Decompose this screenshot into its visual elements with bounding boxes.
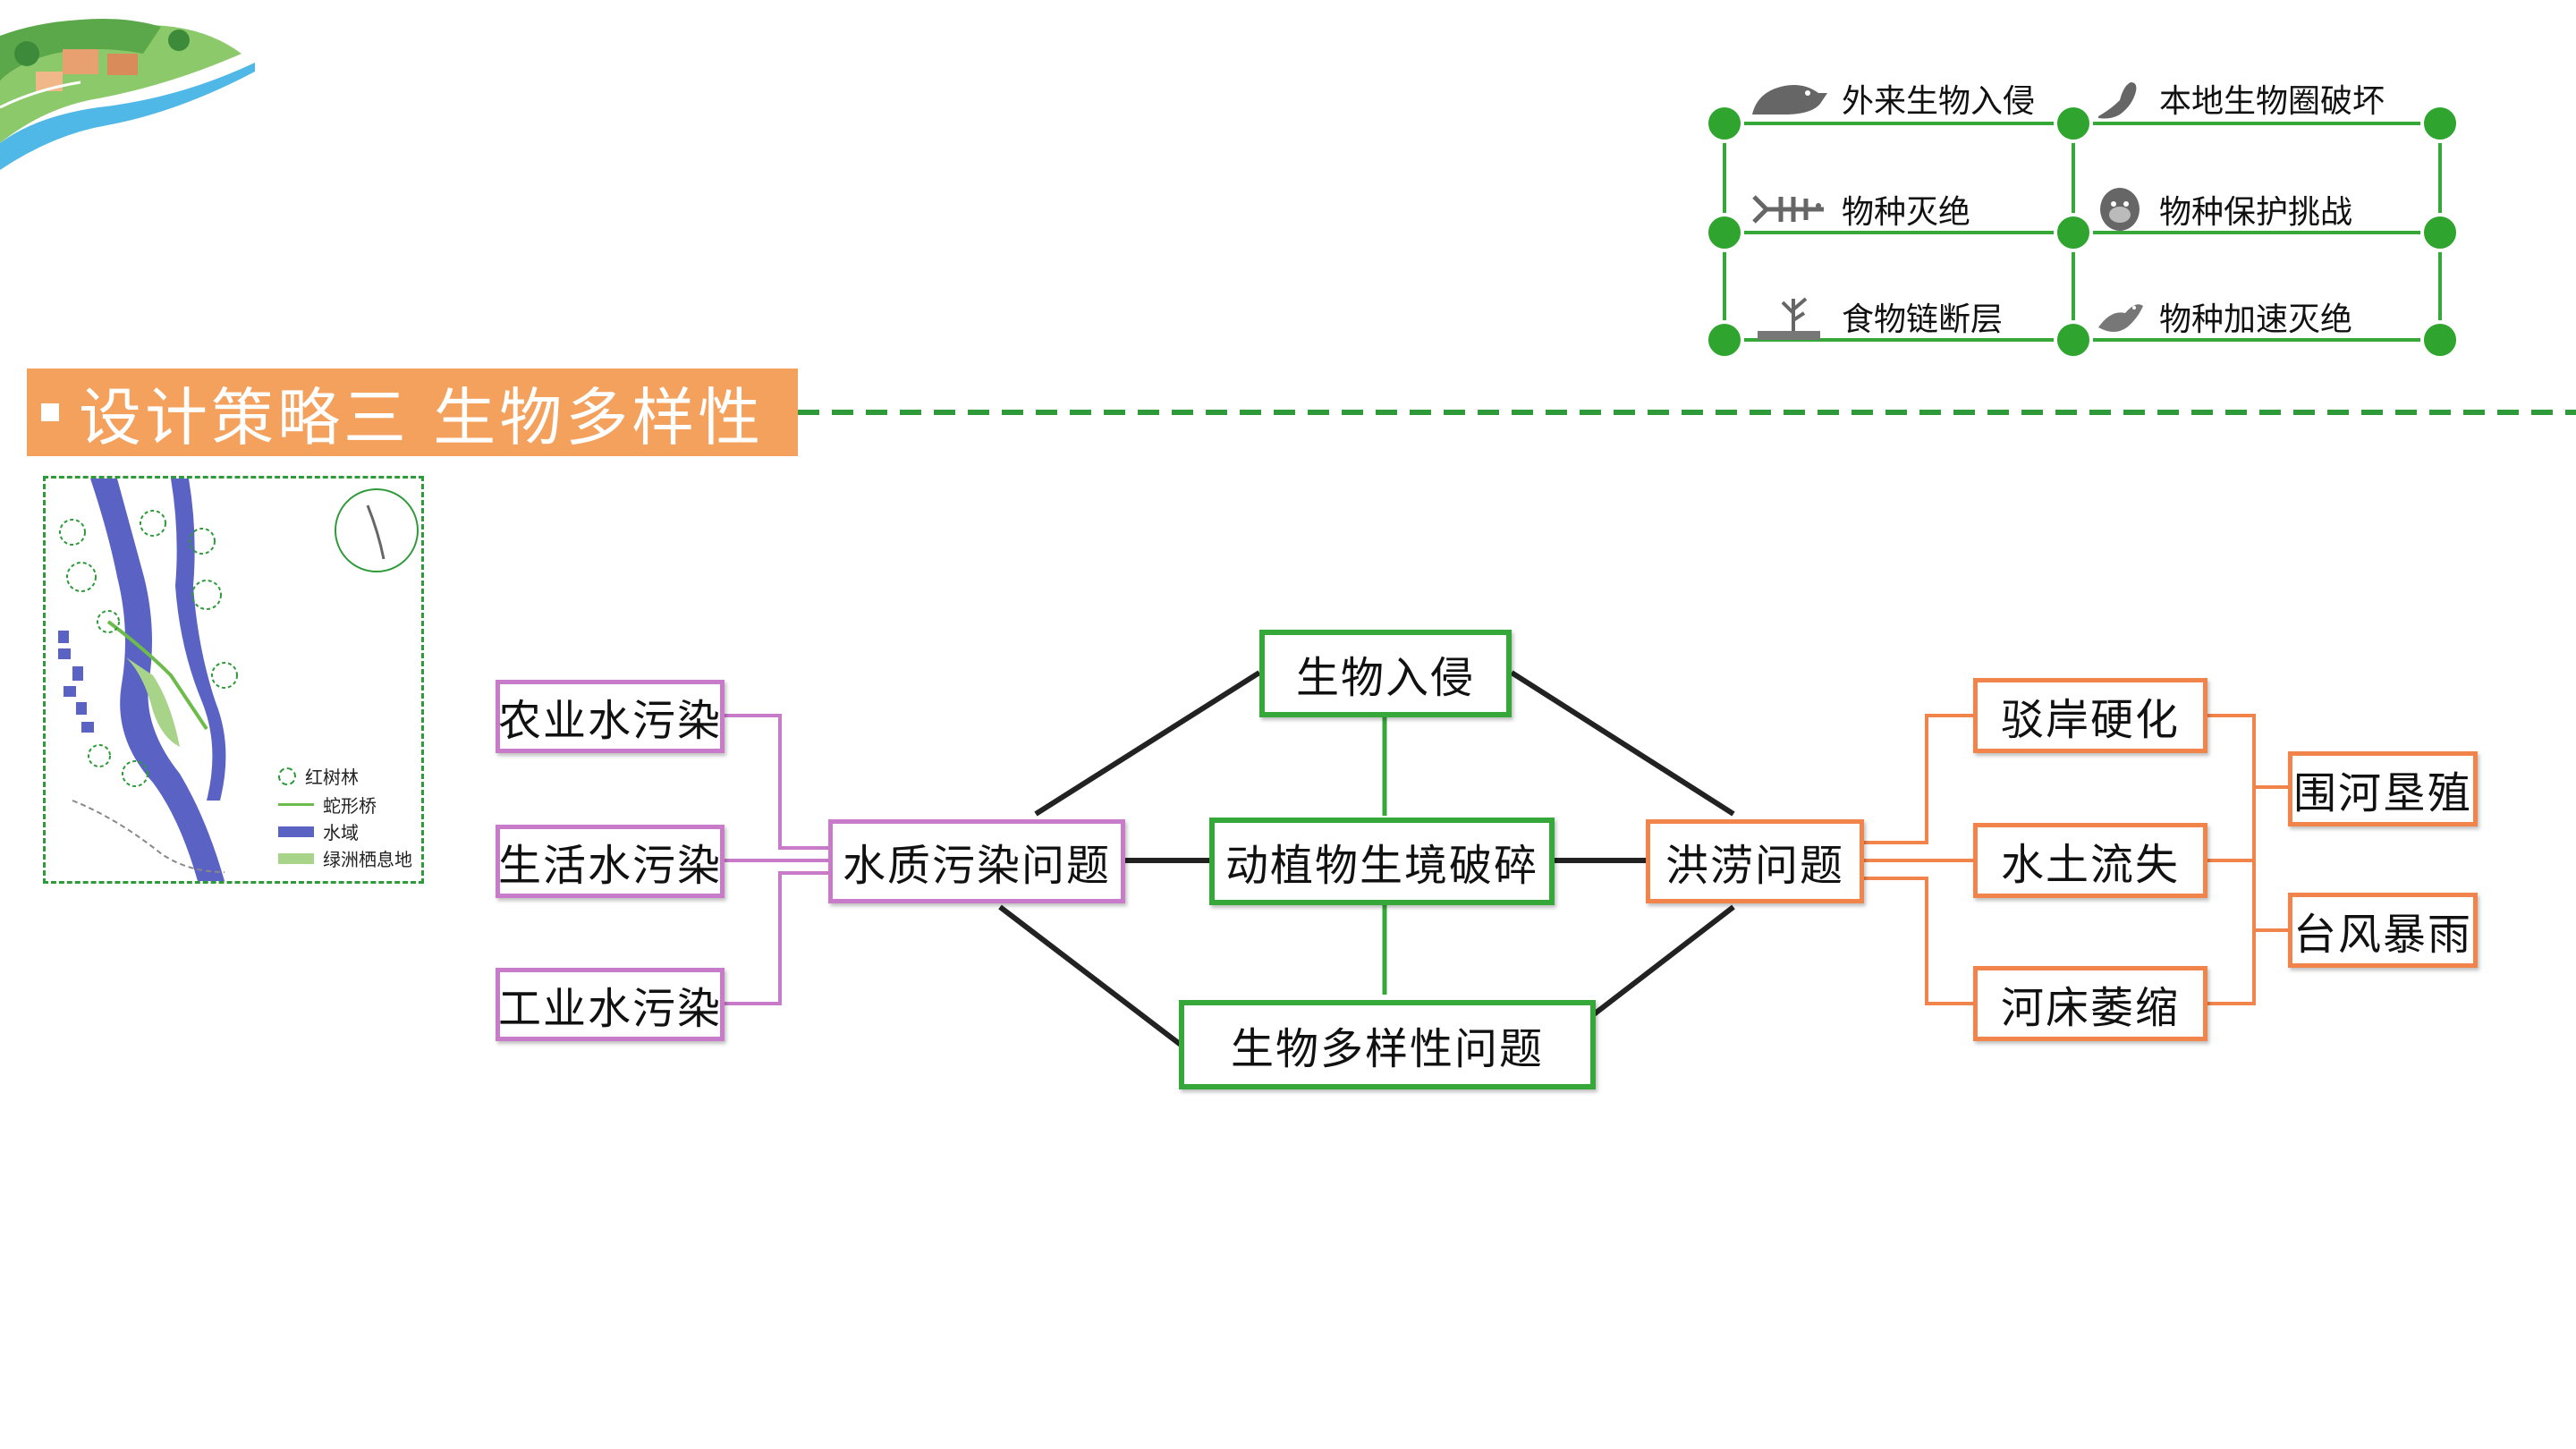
legend-label: 外来生物入侵 [1842, 83, 2036, 120]
header-dashed-line [798, 410, 2576, 415]
flood-node: 洪涝问题 [1646, 819, 1864, 903]
legend-label: 本地生物圈破坏 [2159, 83, 2385, 120]
invasion-node: 生物入侵 [1259, 630, 1512, 717]
water-pollution-node: 水质污染问题 [828, 819, 1125, 903]
rat-icon [1752, 85, 1827, 114]
river-map [58, 479, 419, 881]
cause-node-agriculture: 农业水污染 [496, 680, 724, 753]
bridge-swatch-icon [278, 803, 314, 806]
cause-node-domestic: 生活水污染 [496, 825, 724, 898]
site-map: 红树林 蛇形桥 水域 绿洲栖息地 [43, 476, 424, 884]
section-title: 设计策略三 生物多样性 [79, 380, 765, 454]
legend-label: 食物链断层 [1842, 301, 2004, 338]
map-legend-label: 绿洲栖息地 [323, 849, 412, 870]
section-header: 设计策略三 生物多样性 [27, 369, 798, 456]
map-legend-item: 蛇形桥 [278, 792, 377, 818]
water-swatch-icon [278, 826, 314, 837]
habitat-fragmentation-node: 动植物生境破碎 [1209, 818, 1555, 905]
legend-label: 物种保护挑战 [2159, 194, 2353, 231]
fish-skeleton-icon [1752, 195, 1824, 224]
legend-label: 物种加速灭绝 [2159, 301, 2353, 338]
oasis-swatch-icon [278, 852, 314, 864]
map-legend-item: 红树林 [278, 763, 359, 789]
legend-item: 外来生物入侵 [1749, 73, 2035, 123]
landscape-illustration [0, 19, 255, 170]
map-legend-label: 水域 [323, 822, 359, 843]
cause-node-riverbed: 河床萎缩 [1973, 966, 2207, 1041]
map-legend-item: 绿洲栖息地 [278, 845, 412, 871]
legend-item: 物种灭绝 [1749, 184, 1970, 234]
cause-node-industrial: 工业水污染 [496, 968, 724, 1041]
legend-item: 物种保护挑战 [2093, 184, 2352, 234]
header-bullet [41, 403, 59, 421]
gorilla-icon [2100, 188, 2140, 231]
cause-node-erosion: 水土流失 [1973, 823, 2207, 898]
dead-bird-icon [2098, 304, 2143, 332]
legend-item: 食物链断层 [1749, 292, 2003, 342]
cause-node-typhoon: 台风暴雨 [2288, 893, 2478, 968]
cause-node-reclamation: 围河垦殖 [2288, 751, 2478, 826]
legend-item: 本地生物圈破坏 [2093, 73, 2385, 123]
legend-grid [1705, 104, 2460, 360]
seal-icon [2098, 82, 2137, 119]
dead-tree-icon [1758, 297, 1820, 340]
legend-label: 物种灭绝 [1842, 194, 1971, 231]
map-legend-label: 红树林 [305, 767, 359, 788]
map-legend-item: 水域 [278, 818, 359, 844]
legend-item: 物种加速灭绝 [2093, 292, 2352, 342]
cause-node-revetment: 驳岸硬化 [1973, 678, 2207, 753]
biodiversity-node: 生物多样性问题 [1179, 1000, 1596, 1089]
mangrove-swatch-icon [278, 767, 296, 785]
map-legend-label: 蛇形桥 [323, 795, 377, 817]
